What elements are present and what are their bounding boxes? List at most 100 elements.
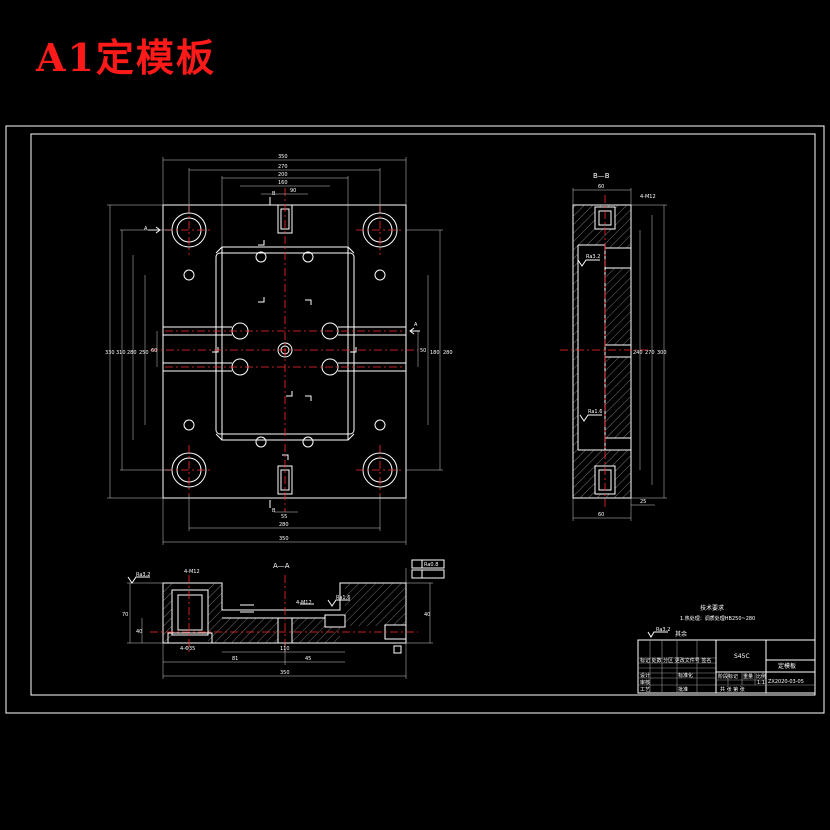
notes-line: 1.热处理：调质处理HB250~280 <box>680 615 755 622</box>
notes-heading: 技术要求 <box>700 604 724 612</box>
dim-text: 60 <box>598 184 604 190</box>
cavity-pocket <box>215 246 355 441</box>
bb-cavity <box>578 245 605 450</box>
dims-top <box>162 157 407 247</box>
screw-hole <box>183 419 195 431</box>
section-label-a: A <box>144 226 148 232</box>
title-block-part-name: 定模板 <box>778 662 796 670</box>
title-block-material: S45C <box>734 653 750 660</box>
roughness-text: Ra0.8 <box>424 562 438 568</box>
hole-callout: 4-M12 <box>640 194 656 200</box>
screw-hole <box>255 251 267 263</box>
aa-dims <box>127 582 433 679</box>
plate-outline <box>162 204 407 499</box>
title-block-stage: 阶段标记 <box>718 673 738 680</box>
roughness-text: Ra1.6 <box>588 409 602 415</box>
title-block-checker: 审核 <box>640 679 650 686</box>
roughness-other: 其余 <box>675 630 687 638</box>
outer-border <box>5 125 825 714</box>
dim-text: 25 <box>640 499 646 505</box>
title-block-row: 标记 处数 分区 更改文件号 签名 <box>640 657 711 664</box>
dim-text: 81 <box>232 656 238 662</box>
dim-text: 250 <box>139 350 149 356</box>
dims-right <box>406 229 443 471</box>
screw-hole <box>374 269 386 281</box>
roughness-symbol <box>327 599 350 607</box>
dim-text: 50 <box>420 348 426 354</box>
section-markers <box>212 240 357 460</box>
tolerance-frame <box>411 559 423 569</box>
section-label-b2: B <box>272 508 276 514</box>
plan-view: A A B B 350 270 200 160 90 280 <box>105 154 453 545</box>
screw-hole <box>302 251 314 263</box>
dim-text: 280 <box>443 350 453 356</box>
cooling-channels <box>163 326 406 372</box>
bb-port-bottom <box>604 437 632 451</box>
dim-text: 160 <box>278 180 288 186</box>
drawing-title: A1定模板 <box>36 35 216 80</box>
aa-section-view: A—A <box>122 559 445 679</box>
dim-text: 350 <box>279 536 289 542</box>
dim-text: 350 <box>278 154 288 160</box>
dim-text: 280 <box>127 350 137 356</box>
title-block-scale: 比例 <box>756 673 766 680</box>
roughness-text: Ra1.6 <box>336 595 350 601</box>
title-block-approve: 批准 <box>678 686 688 693</box>
screw-hole <box>302 436 314 448</box>
aa-guide-bore <box>171 589 209 636</box>
roughness-symbol <box>127 576 150 584</box>
dim-text: 60 <box>598 512 604 518</box>
title-block-designer: 设计 <box>640 672 650 679</box>
dim-text: 55 <box>281 514 287 520</box>
dim-text: 350 <box>280 670 290 676</box>
dim-text: 330 <box>105 350 115 356</box>
screw-hole <box>183 269 195 281</box>
hole-callout: 4-M12 <box>296 600 312 606</box>
dim-text: 40 <box>424 612 430 618</box>
title-block-standard: 标准化 <box>678 672 693 679</box>
roughness-text: Ra3.2 <box>656 627 670 633</box>
bb-dims <box>572 188 667 521</box>
dim-text: 180 <box>430 350 440 356</box>
dim-text: 200 <box>278 172 288 178</box>
title-block-drawing-no: ZX2020-03-05 <box>768 679 804 685</box>
aa-channel <box>324 614 346 628</box>
title-block <box>637 639 816 694</box>
roughness-symbol <box>579 414 602 422</box>
roughness-symbol <box>647 631 668 638</box>
aa-markers <box>240 603 314 613</box>
dim-text: 70 <box>122 612 128 618</box>
dim-text: 90 <box>290 188 296 194</box>
aa-counterbore <box>167 632 213 644</box>
hole-callout: 4-M12 <box>184 569 200 575</box>
title-block-weight: 重量 <box>743 673 753 680</box>
bb-port-top <box>604 247 632 269</box>
dim-text: 270 <box>645 350 655 356</box>
dim-text: 310 <box>116 350 126 356</box>
title-block-sheet: 共 张 第 张 <box>720 686 745 693</box>
title-block-process: 工艺 <box>640 687 650 693</box>
dim-text: 280 <box>279 522 289 528</box>
slot-bottom-inner <box>280 469 290 491</box>
roughness-text: Ra3.2 <box>136 572 150 578</box>
aa-view-title: A—A <box>273 562 290 570</box>
dim-text: 45 <box>305 656 311 662</box>
inner-frame <box>30 133 816 696</box>
dim-text: 40 <box>136 629 142 635</box>
section-label-a2: A <box>414 322 418 328</box>
dim-text: 300 <box>657 350 667 356</box>
dim-text: 270 <box>278 164 288 170</box>
dim-text: 240 <box>633 350 643 356</box>
screw-hole <box>255 436 267 448</box>
roughness-symbol <box>577 259 600 267</box>
screw-hole <box>374 419 386 431</box>
dims-bottom <box>162 495 407 545</box>
bb-section-view: B—B <box>560 172 667 521</box>
dim-text: 110 <box>280 646 290 652</box>
bb-view-title: B—B <box>593 172 610 180</box>
datum-box <box>393 645 402 654</box>
dim-text: 60 <box>151 348 157 354</box>
dims-left <box>107 204 172 499</box>
